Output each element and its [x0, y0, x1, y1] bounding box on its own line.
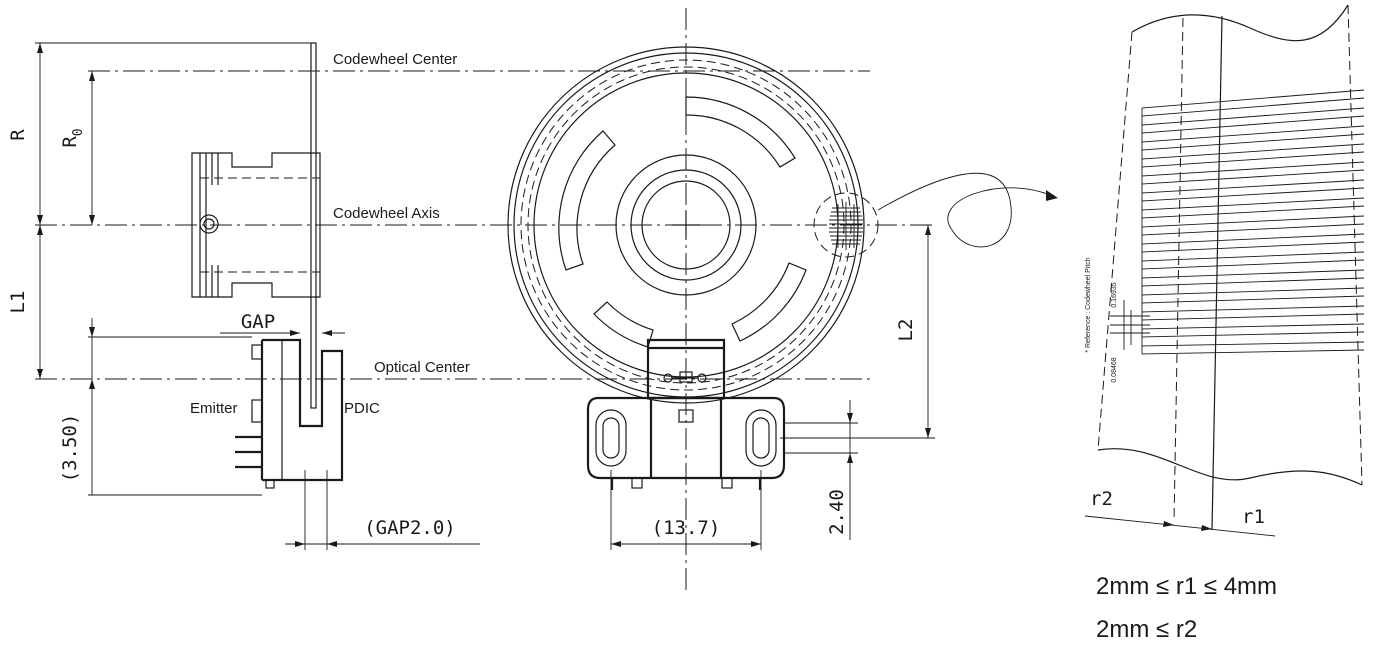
r-dimension-line: [1084, 515, 1276, 537]
arrow-head: [847, 413, 853, 423]
arc-slot-top: [685, 96, 796, 168]
emitter-tab: [251, 344, 263, 360]
set-screw-inner: [203, 218, 215, 230]
encoder-foot: [265, 479, 275, 489]
pdic-label: PDIC: [344, 400, 380, 417]
module-foot: [721, 477, 733, 489]
arrow-head: [925, 225, 931, 235]
module-sensor: [679, 371, 693, 383]
slit-bars: [1141, 89, 1365, 355]
hub-side: [191, 152, 321, 298]
d137-label: (13.7): [652, 517, 721, 539]
codewheel-edge: [310, 42, 317, 409]
pitch-label-2: 0.08468: [1111, 357, 1118, 382]
codewheel-axis-label: Codewheel Axis: [333, 205, 440, 222]
arrow-head: [37, 43, 43, 53]
arrow-head: [327, 541, 337, 547]
hub-ring: [630, 169, 742, 281]
break-line-bottom: [1097, 448, 1363, 486]
condition-r2: 2mm ≤ r2: [1096, 616, 1197, 643]
front-view: (13.7) 2.40 L2: [507, 8, 1058, 590]
r0-main: R: [59, 136, 81, 148]
detail-circle: [813, 192, 879, 258]
arrow-head: [37, 225, 43, 235]
mount-slot-left-inner: [602, 417, 620, 459]
arrow-head: [89, 71, 95, 81]
encoder-side: [235, 338, 344, 489]
module-base: [586, 396, 786, 480]
mount-slot-right-inner: [752, 417, 770, 459]
side-view: R R0 L1 (3.50): [7, 42, 935, 550]
emitter-window: [251, 399, 263, 423]
optical-center-label: Optical Center: [374, 359, 470, 376]
detail-view: * Reference : Codewheel Pitch 0.16935 0.…: [1084, 4, 1365, 643]
arrow-head: [89, 327, 95, 337]
hub-outline: [191, 152, 321, 298]
detail-leader: [877, 172, 1051, 248]
mount-slot-right: [745, 409, 777, 467]
gap2-label: (GAP2.0): [364, 517, 456, 539]
detail-arrow: [1046, 190, 1058, 201]
codewheel-track-dashed: [520, 59, 852, 391]
d240-label: 2.40: [826, 489, 848, 535]
arrow-head: [1163, 521, 1174, 527]
arrow-head: [751, 541, 761, 547]
r0-label: R0: [59, 128, 86, 147]
set-screw-outer: [199, 214, 219, 234]
module-pin: [663, 373, 673, 383]
condition-r1: 2mm ≤ r1 ≤ 4mm: [1096, 573, 1277, 600]
arrow-head: [290, 330, 300, 336]
hub-outer: [615, 154, 757, 296]
module-foot: [631, 477, 643, 489]
l2-label: L2: [895, 319, 917, 342]
radial-boundary-r2: [1173, 17, 1184, 523]
hub-bore: [641, 180, 731, 270]
r1-label: r1: [1242, 506, 1265, 528]
arrow-head: [611, 541, 621, 547]
arrow-head: [89, 379, 95, 389]
gap-label: GAP: [241, 311, 275, 333]
reference-label: * Reference : Codewheel Pitch: [1085, 257, 1092, 352]
pitch-label-1: 0.16935: [1111, 282, 1118, 307]
arrow-head: [37, 369, 43, 379]
radial-boundary-r1: [1211, 15, 1223, 531]
radial-boundary-left: [1097, 31, 1133, 451]
r2-label: r2: [1090, 488, 1113, 510]
arrow-head: [89, 215, 95, 225]
arrow-head: [1201, 525, 1212, 531]
l1-label: L1: [7, 291, 29, 314]
d350-label: (3.50): [59, 414, 81, 483]
slit-pattern: [829, 202, 863, 250]
arrow-head: [847, 453, 853, 463]
mount-slot-left: [595, 409, 627, 467]
arrow-head: [37, 215, 43, 225]
module-window: [678, 409, 694, 423]
arc-slot-bottom: [593, 301, 654, 348]
encoder-front: [586, 338, 786, 490]
arc-slot-right: [731, 262, 807, 342]
module-pin: [697, 373, 707, 383]
break-line-top: [1131, 4, 1349, 42]
codewheel-center-label: Codewheel Center: [333, 51, 457, 68]
codewheel-track-dashed: [527, 66, 845, 384]
encoder-outline: [262, 338, 344, 482]
codewheel-outer-edge: [507, 46, 865, 404]
r-label: R: [7, 129, 29, 141]
arc-slot-left: [558, 130, 616, 271]
emitter-label: Emitter: [190, 400, 238, 417]
arrow-head: [925, 428, 931, 438]
arrow-head: [295, 541, 305, 547]
r0-subscript: 0: [71, 128, 86, 136]
radial-boundary-right: [1347, 4, 1363, 486]
